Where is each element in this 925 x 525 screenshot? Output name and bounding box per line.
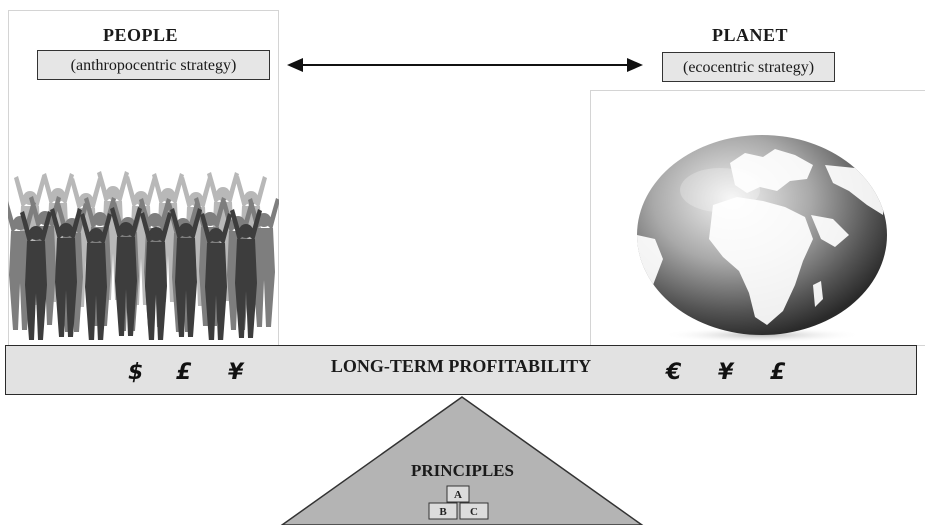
double-headed-arrow xyxy=(287,58,643,72)
globe-image xyxy=(637,135,887,343)
block-b: B xyxy=(439,506,447,518)
yen-sign-right: ¥ xyxy=(718,360,734,385)
profitability-beam: LONG-TERM PROFITABILITY $ £ ¥ € ¥ £ xyxy=(5,345,917,395)
dollar-sign: $ xyxy=(128,360,144,385)
block-c: C xyxy=(470,506,478,518)
people-strategy-label: (anthropocentric strategy) xyxy=(37,50,270,80)
pound-sign-left: £ xyxy=(176,360,192,385)
principles-label: PRINCIPLES xyxy=(411,461,514,480)
pound-sign-right: £ xyxy=(770,360,786,385)
yen-sign-left: ¥ xyxy=(228,360,244,385)
abc-blocks-icon: A B C xyxy=(428,485,489,520)
principles-fulcrum xyxy=(280,396,644,525)
planet-title: PLANET xyxy=(712,25,789,45)
block-a: A xyxy=(454,489,462,501)
people-title: PEOPLE xyxy=(103,25,179,45)
crowd-image xyxy=(8,171,279,340)
planet-strategy-label: (ecocentric strategy) xyxy=(662,52,835,82)
euro-sign: € xyxy=(666,360,682,385)
beam-label: LONG-TERM PROFITABILITY xyxy=(330,356,592,376)
